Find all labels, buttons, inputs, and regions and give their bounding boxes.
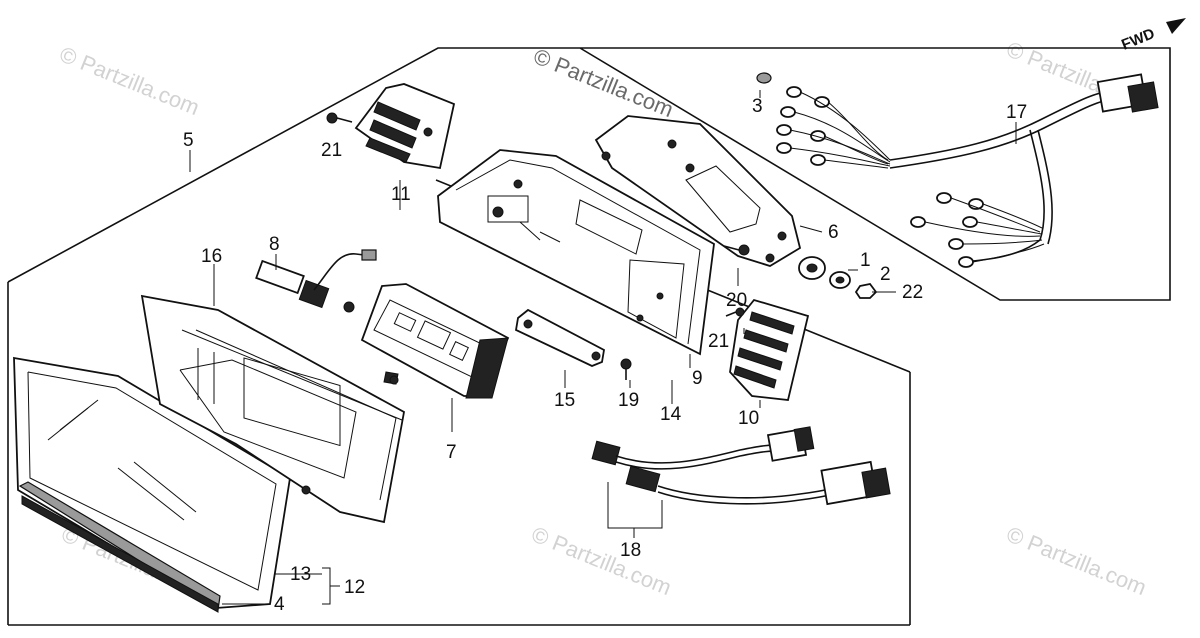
callout-20: 20 (726, 290, 747, 311)
part-screw-19 (620, 358, 632, 380)
callout-8: 8 (269, 234, 280, 255)
watermark-bottom-center: © Partzilla.com (528, 521, 675, 600)
part-grommet (798, 256, 826, 280)
part-meter-visor (140, 294, 406, 524)
part-screw-21-right (725, 307, 745, 317)
part-wire-harness (756, 72, 1159, 268)
part-rear-cover (594, 115, 802, 267)
callout-10: 10 (738, 408, 759, 429)
part-meter-case (437, 149, 715, 356)
callout-13: 13 (290, 564, 311, 585)
part-bracket (515, 308, 605, 367)
part-socket-wire (255, 249, 377, 313)
callout-5: 5 (183, 130, 194, 151)
callout-21-right: 21 (708, 331, 729, 352)
callout-6: 6 (828, 222, 839, 243)
watermark-bottom-right: © Partzilla.com (1003, 521, 1150, 600)
callout-14: 14 (660, 404, 682, 425)
harness-bulbs-top (776, 86, 891, 169)
callout-4: 4 (274, 594, 285, 615)
callout-16: 16 (201, 246, 222, 267)
part-screw-21-top (326, 112, 353, 124)
harness-bulbs-bottom (910, 192, 1045, 268)
assembly-outline-frame (7, 47, 1171, 301)
callout-18: 18 (620, 540, 641, 561)
part-nut (854, 283, 878, 299)
callout-2: 2 (880, 264, 891, 285)
callout-17: 17 (1006, 102, 1027, 123)
callout-9: 9 (692, 368, 703, 389)
callout-7: 7 (446, 442, 457, 463)
callouts: 5 21 11 8 16 3 17 6 1 2 22 20 21 9 10 14… (183, 96, 1027, 615)
callout-12: 12 (344, 577, 365, 598)
fwd-arrow-icon (1166, 18, 1186, 34)
part-screw-small-left (301, 375, 399, 495)
callout-3: 3 (752, 96, 763, 117)
callout-22: 22 (902, 282, 923, 303)
fwd-label: FWD (1119, 25, 1157, 54)
part-bulb-cover-left (354, 83, 456, 170)
watermark-main: © Partzilla.com (530, 43, 677, 122)
watermark-top-left: © Partzilla.com (56, 41, 203, 120)
part-bulb-3 (756, 72, 772, 84)
leader-lines (189, 90, 1017, 605)
part-screw-20 (723, 244, 750, 256)
callout-11: 11 (391, 184, 411, 205)
callout-19: 19 (618, 390, 639, 411)
part-sub-harness (591, 426, 891, 506)
callout-1: 1 (860, 250, 871, 271)
part-bulb-cover-right (729, 298, 810, 401)
part-collar (829, 271, 851, 289)
part-lcd-display (360, 283, 510, 399)
callout-15: 15 (554, 390, 575, 411)
callout-21-top: 21 (321, 140, 342, 161)
